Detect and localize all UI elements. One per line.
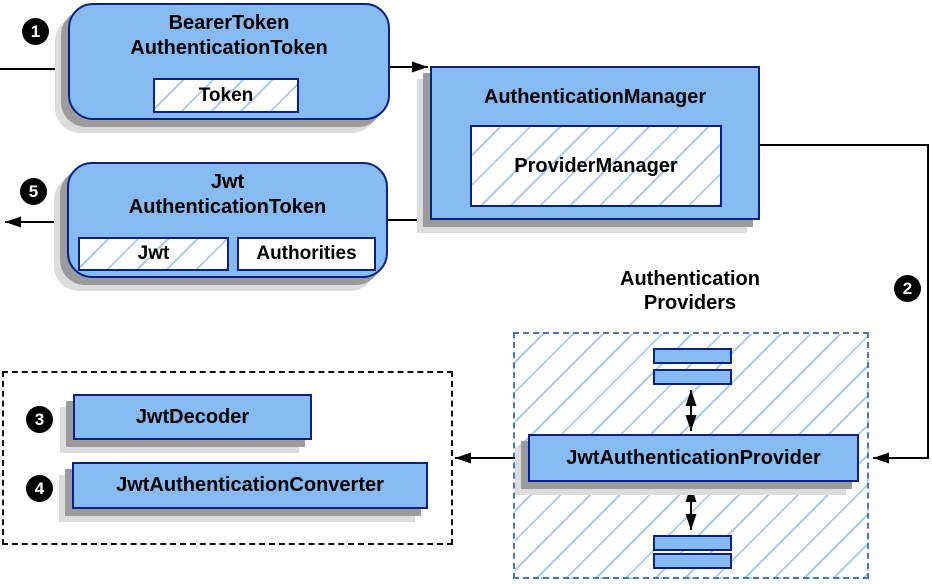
jwt-decoder-label: JwtDecoder <box>135 405 250 428</box>
jwt-token-title-line1: Jwt <box>210 171 245 193</box>
jwt-authentication-token-node: Jwt AuthenticationToken Jwt Authorities <box>67 162 388 278</box>
authorities-field: Authorities <box>237 237 376 271</box>
providers-label-line1: Authentication <box>620 268 760 290</box>
step-5-badge: 5 <box>20 178 47 205</box>
jwt-authentication-provider-label: JwtAuthenticationProvider <box>566 446 821 469</box>
authentication-providers-label: Authentication Providers <box>570 267 810 315</box>
bearer-token-title-line2: AuthenticationToken <box>130 37 328 59</box>
authentication-manager-title: AuthenticationManager <box>483 86 707 108</box>
jwt-authentication-converter-node: JwtAuthenticationConverter <box>72 462 428 509</box>
bearer-token-title-line1: BearerToken <box>168 12 290 34</box>
jwt-field-label: Jwt <box>137 243 170 264</box>
generic-provider-bar-top-2 <box>653 369 732 385</box>
authorities-field-label: Authorities <box>256 243 357 264</box>
provider-manager-field: ProviderManager <box>470 125 722 207</box>
step-1-badge: 1 <box>22 18 49 45</box>
jwt-token-title-line2: AuthenticationToken <box>128 196 327 218</box>
token-field: Token <box>153 78 299 113</box>
generic-provider-bar-top-1 <box>653 348 732 364</box>
jwt-decoder-node: JwtDecoder <box>73 394 312 440</box>
generic-provider-bar-bottom-1 <box>653 535 732 551</box>
providers-label-line2: Providers <box>643 292 737 314</box>
generic-provider-bar-bottom-2 <box>653 553 732 569</box>
provider-manager-field-label: ProviderManager <box>514 154 678 177</box>
step-2-badge: 2 <box>894 275 921 302</box>
step-3-badge: 3 <box>26 406 53 433</box>
jwt-field: Jwt <box>78 237 229 271</box>
authentication-manager-node: AuthenticationManager ProviderManager <box>430 66 760 220</box>
bearer-token-authentication-token-node: BearerToken AuthenticationToken Token <box>68 3 390 120</box>
jwt-authentication-converter-label: JwtAuthenticationConverter <box>116 474 384 496</box>
jwt-authentication-provider-node: JwtAuthenticationProvider <box>528 434 859 482</box>
token-field-label: Token <box>198 84 254 106</box>
step-4-badge: 4 <box>26 475 53 502</box>
